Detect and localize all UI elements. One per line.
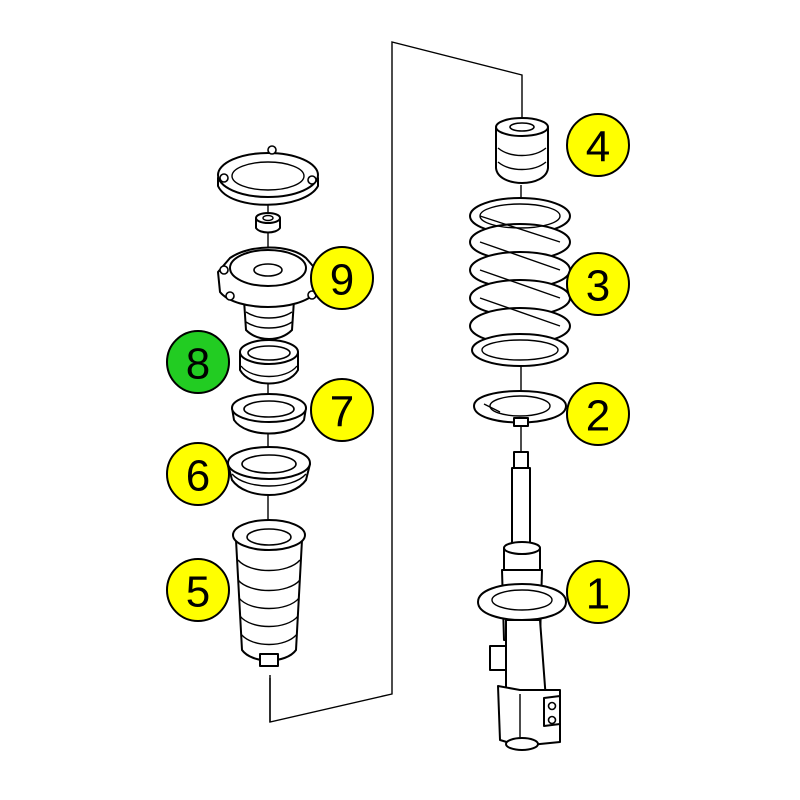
callout-number: 4 bbox=[586, 123, 610, 172]
callout-number: 7 bbox=[330, 388, 354, 437]
callout-number: 6 bbox=[186, 452, 210, 501]
strut-bearing bbox=[239, 339, 299, 385]
lower-spring-seat bbox=[473, 390, 567, 427]
callout-number: 9 bbox=[330, 256, 354, 305]
coil-spring bbox=[469, 197, 571, 367]
nut bbox=[255, 212, 281, 234]
callout-circle bbox=[310, 246, 374, 310]
callout-number: 3 bbox=[586, 262, 610, 311]
assembly-bracket-line bbox=[269, 41, 523, 723]
callout-3: 3 bbox=[566, 252, 630, 316]
strut-shock-absorber bbox=[477, 451, 567, 751]
callout-1: 1 bbox=[566, 560, 630, 624]
callout-circle bbox=[310, 378, 374, 442]
callout-number: 1 bbox=[586, 570, 610, 619]
callout-2: 2 bbox=[566, 382, 630, 446]
bearing-ring bbox=[231, 393, 307, 435]
callout-6: 6 bbox=[166, 442, 230, 506]
callout-8: 8 bbox=[166, 330, 230, 394]
callout-number: 5 bbox=[186, 568, 210, 617]
callout-5: 5 bbox=[166, 558, 230, 622]
callout-number: 2 bbox=[586, 392, 610, 441]
callout-circle bbox=[566, 382, 630, 446]
callout-4: 4 bbox=[566, 113, 630, 177]
callout-7: 7 bbox=[310, 378, 374, 442]
callout-circle bbox=[566, 252, 630, 316]
upper-spring-seat bbox=[227, 446, 311, 496]
callout-9: 9 bbox=[310, 246, 374, 310]
strut-mount bbox=[217, 246, 319, 340]
callout-circle bbox=[166, 558, 230, 622]
callout-circle bbox=[166, 442, 230, 506]
callout-circle bbox=[166, 330, 230, 394]
callout-layer: 1 2 3 4 5 6 7 8 9 bbox=[166, 113, 630, 624]
callout-number: 8 bbox=[186, 340, 210, 389]
top-plate bbox=[217, 145, 319, 206]
bump-stop bbox=[495, 117, 549, 184]
dust-boot bbox=[232, 519, 306, 667]
callout-circle bbox=[566, 113, 630, 177]
callout-circle bbox=[566, 560, 630, 624]
